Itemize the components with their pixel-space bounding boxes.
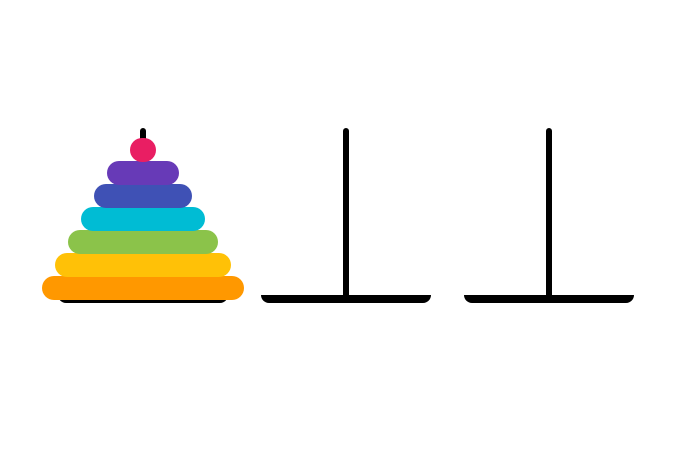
disk-size-2: [107, 161, 179, 185]
disk-size-6: [55, 253, 231, 277]
peg-right[interactable]: [464, 128, 634, 303]
peg-right-pole: [546, 128, 552, 298]
disk-size-5: [68, 230, 218, 254]
disk-size-7: [42, 276, 244, 300]
peg-middle-pole: [343, 128, 349, 298]
disk-size-4: [81, 207, 205, 231]
disk-size-1[interactable]: [130, 138, 156, 162]
peg-left[interactable]: [42, 128, 244, 303]
peg-middle[interactable]: [261, 128, 431, 303]
disk-size-3: [94, 184, 192, 208]
peg-right-base: [464, 295, 634, 303]
peg-middle-base: [261, 295, 431, 303]
